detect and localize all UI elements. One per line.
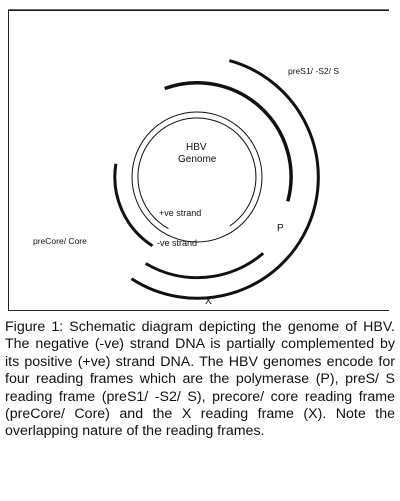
pres-reading-frame-arc <box>164 81 293 202</box>
polymerase-reading-frame-arc <box>130 59 320 300</box>
pres-label: preS1/ -S2/ S <box>288 66 339 76</box>
figure-frame <box>8 10 389 311</box>
plus-strand-arc <box>137 117 257 230</box>
precore-reading-frame-arc <box>113 163 154 248</box>
hbv-genome-diagram: HBV Genome +ve strand -ve strand preS1/ … <box>8 9 389 307</box>
figure-caption: Figure 1: Schematic diagram depicting th… <box>5 319 395 440</box>
x-reading-frame-arc <box>144 252 265 280</box>
x-label: X <box>205 296 212 307</box>
p-label: P <box>277 223 284 234</box>
precore-label: preCore/ Core <box>33 236 87 246</box>
center-label-genome: Genome <box>178 154 217 165</box>
minus-strand-circle <box>131 111 263 243</box>
minus-strand-label: -ve strand <box>157 238 197 248</box>
plus-strand-label: +ve strand <box>159 208 201 218</box>
center-label-hbv: HBV <box>186 142 207 153</box>
